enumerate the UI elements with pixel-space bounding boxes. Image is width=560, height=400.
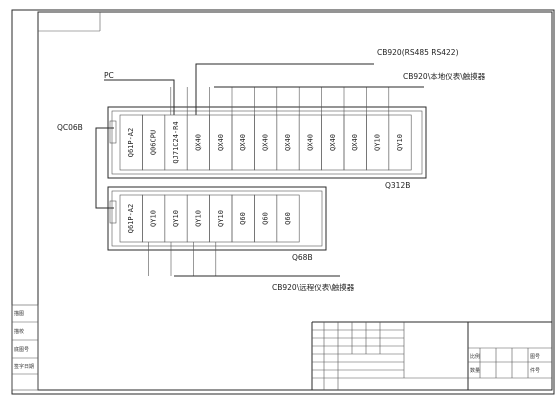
module-label: QY10	[172, 210, 180, 227]
module-slot	[276, 194, 300, 243]
title-cell: 数量	[470, 367, 480, 374]
module-label: QX40	[306, 134, 314, 151]
top-bus-label: CB920(RS485 RS422)	[377, 48, 459, 57]
title-cell: 图号	[530, 354, 540, 360]
title-block: 比例 图号 数量 件号	[311, 321, 552, 390]
module-label: QY10	[194, 210, 202, 227]
cable-label: QC06B	[57, 123, 83, 132]
module-label: QX40	[262, 134, 270, 151]
module-slot	[388, 114, 412, 171]
module-label: QX40	[239, 134, 247, 151]
top-bus-sub-label: CB920\本地仪表\触摸器	[403, 71, 486, 81]
pc-link-line	[104, 79, 175, 115]
module-label: Q06CPU	[150, 130, 158, 155]
extension-base-modules: Q61P-A2 QY10 QY10 QY10 QY10 Q60 Q60 Q60	[109, 194, 300, 243]
pc-label: PC	[104, 71, 114, 80]
bottom-bus-label: CB920\远程仪表\触摸器	[272, 282, 355, 292]
side-label: 底图号	[14, 346, 29, 353]
module-label: QY10	[396, 134, 404, 151]
extension-base-rack	[107, 186, 327, 251]
module-label: QY10	[150, 210, 158, 227]
left-side-strip: 描图 描校 底图号 签字日期	[11, 304, 39, 391]
side-label: 签字日期	[14, 363, 34, 370]
extension-base-label: Q68B	[292, 253, 313, 262]
module-label: Q60	[239, 212, 247, 225]
main-base-label: Q312B	[385, 181, 410, 190]
module-label: QX40	[351, 134, 359, 151]
module-label: QY10	[374, 134, 382, 151]
module-label: Q61P-A2	[127, 128, 135, 158]
inner-frame	[37, 11, 553, 391]
module-label: QJ71C24-R4	[172, 121, 180, 163]
module-label: Q60	[262, 212, 270, 225]
side-label: 描校	[14, 328, 24, 335]
module-label: QX40	[194, 134, 202, 151]
module-label: QX40	[284, 134, 292, 151]
main-base-modules: Q61P-A2 Q06CPU QJ71C24-R4 QX40 QX40 QX40 QX40 Q…	[109, 114, 412, 171]
title-cell: 比例	[470, 353, 480, 360]
side-label: 描图	[14, 310, 24, 317]
title-cell: 件号	[530, 367, 540, 374]
module-label: QY10	[217, 210, 225, 227]
module-label: QX40	[217, 134, 225, 151]
top-bus-drops	[170, 87, 390, 115]
module-label: QX40	[329, 134, 337, 151]
base-connector	[109, 120, 117, 144]
bottom-bus-drops	[148, 242, 217, 276]
extension-cable	[95, 127, 114, 209]
main-base-rack	[107, 106, 427, 179]
top-bus-main-line	[195, 63, 374, 115]
module-label: Q61P-A2	[127, 204, 135, 234]
outer-frame	[11, 9, 555, 395]
module-label: Q60	[284, 212, 292, 225]
base-connector	[109, 200, 117, 224]
